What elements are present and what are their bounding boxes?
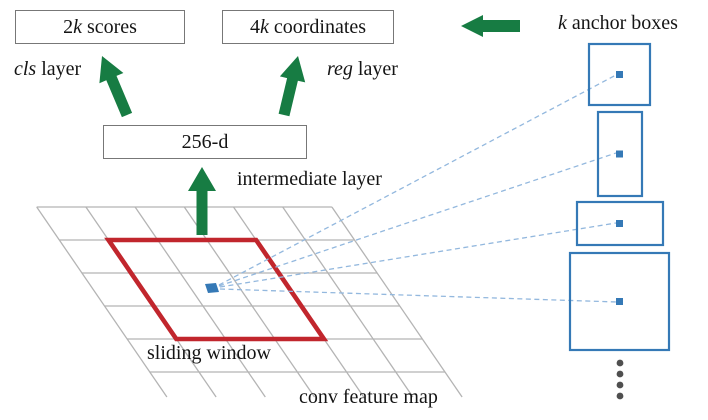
anchor-line-2 xyxy=(218,152,617,287)
anchor-box-2 xyxy=(596,110,644,198)
anchor-box-3-center xyxy=(616,220,623,227)
ellipsis-dots xyxy=(616,359,624,400)
intermediate-layer-label: intermediate layer xyxy=(237,168,382,190)
conv-feature-map-grid xyxy=(36,206,463,398)
arrow-anchor-left xyxy=(461,15,520,37)
anchor-box-4-center xyxy=(616,298,623,305)
anchor-box-2-center xyxy=(616,150,623,158)
scores-label: 2k scores xyxy=(63,16,137,38)
anchor-line-4 xyxy=(219,288,618,303)
256d-label: 256-d xyxy=(181,131,229,153)
anchor-box-4 xyxy=(568,251,671,352)
sliding-window-center-point xyxy=(205,283,219,293)
sliding-window-label: sliding window xyxy=(147,342,271,364)
coordinates-label: 4k coordinates xyxy=(249,16,367,38)
anchor-box-1-center xyxy=(616,71,623,78)
green-arrows xyxy=(99,15,520,235)
arrow-to-reg-layer xyxy=(278,56,306,117)
anchor-box-1 xyxy=(587,42,652,107)
anchor-line-1 xyxy=(218,74,617,286)
scores-box: 2k scores xyxy=(15,10,185,44)
arrow-intermediate-layer xyxy=(188,167,216,235)
256d-box: 256-d xyxy=(103,125,307,159)
anchor-line-3 xyxy=(219,222,617,288)
conv-feature-map-label: conv feature map xyxy=(299,386,438,408)
coordinates-box: 4k coordinates xyxy=(222,10,394,44)
arrow-to-cls-layer xyxy=(99,56,133,118)
sliding-window-outline xyxy=(104,237,329,342)
anchor-boxes-label: k anchor boxes xyxy=(558,12,678,34)
anchor-projection-lines xyxy=(218,74,618,303)
reg-layer-label: reg layer xyxy=(327,58,398,80)
anchor-boxes xyxy=(568,42,671,352)
anchor-box-3 xyxy=(575,200,665,247)
cls-layer-label: cls layer xyxy=(14,58,82,80)
